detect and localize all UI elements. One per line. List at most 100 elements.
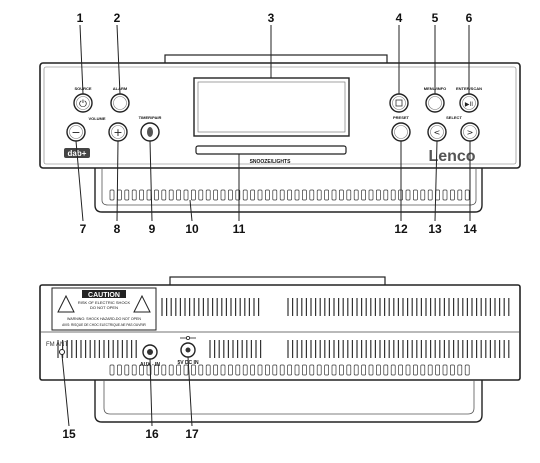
grille-slot <box>279 364 285 376</box>
grille-slot <box>279 189 285 201</box>
callout-leader-line <box>189 199 193 222</box>
fm-ant-label: FM ANT <box>46 342 68 348</box>
plus-icon: + <box>113 126 122 139</box>
caution-line-1: RISK OF ELECTRIC SHOCK <box>78 300 131 305</box>
grille-slot <box>176 364 181 376</box>
grille-slot <box>309 189 315 201</box>
grille-slot <box>390 189 396 201</box>
grille-slot <box>154 364 159 376</box>
grille-slot <box>457 364 463 376</box>
grille-slot <box>198 364 204 376</box>
grille-slot <box>220 364 226 376</box>
preset-label: PRESET <box>393 115 410 120</box>
caution-title: CAUTION <box>88 292 120 299</box>
warning-triangle-icon <box>133 294 151 313</box>
rear-base-inner-outline <box>103 380 475 415</box>
grille-slot <box>191 189 196 201</box>
callout-leader-line <box>116 24 121 95</box>
grille-slot <box>161 189 167 201</box>
callout-leader-line <box>75 140 84 222</box>
chevron-right-icon: > <box>467 128 474 137</box>
alarm-label: ALARM <box>113 86 128 91</box>
grille-slot <box>398 364 403 376</box>
select-right-button: > <box>460 122 480 142</box>
grille-slot <box>161 364 167 376</box>
grille-slot <box>228 364 233 376</box>
grille-slot <box>324 364 329 376</box>
callout-number-9: 9 <box>149 222 156 236</box>
chevron-left-icon: < <box>434 128 441 137</box>
grille-slot <box>183 364 189 376</box>
grille-slot <box>235 364 241 376</box>
grille-slot <box>146 189 152 201</box>
rear-vent-slots <box>57 298 510 376</box>
grille-slot <box>302 364 307 376</box>
snooze-lights-bar <box>195 145 347 155</box>
grille-slot <box>154 189 159 201</box>
preset-button <box>391 122 411 142</box>
lcd-display <box>193 77 350 137</box>
grille-slot <box>353 364 359 376</box>
grille-slot <box>457 189 463 201</box>
callout-leader-line <box>434 140 438 222</box>
caution-banner <box>82 290 126 298</box>
callout-number-4: 4 <box>396 11 403 25</box>
grille-slot <box>109 189 115 201</box>
grille-slot <box>139 189 144 201</box>
grille-slot <box>405 364 411 376</box>
grille-slot <box>183 189 189 201</box>
grille-slot <box>383 364 389 376</box>
grille-slot <box>176 189 181 201</box>
grille-slot <box>205 364 211 376</box>
grille-slot <box>442 189 448 201</box>
front-grille-slots <box>109 189 470 201</box>
grille-slot <box>405 189 411 201</box>
volume-down-button: − <box>66 122 86 142</box>
grille-slot <box>250 364 255 376</box>
caution-line-2: DO NOT OPEN <box>90 305 118 310</box>
grille-slot <box>294 189 300 201</box>
bluetooth-icon <box>147 127 153 137</box>
dc-in-jack <box>180 335 196 358</box>
callout-number-13: 13 <box>428 222 442 236</box>
grille-slot <box>265 364 270 376</box>
grille-slot <box>420 189 426 201</box>
grille-slot <box>331 364 337 376</box>
callout-number-6: 6 <box>466 11 473 25</box>
grille-slot <box>427 364 433 376</box>
grille-slot <box>109 364 115 376</box>
grille-slot <box>250 189 255 201</box>
grille-slot <box>265 189 270 201</box>
grille-slot <box>287 189 292 201</box>
grille-slot <box>272 189 278 201</box>
grille-slot <box>124 189 130 201</box>
grille-slot <box>427 189 433 201</box>
grille-slot <box>302 189 307 201</box>
rear-base-outline <box>94 380 483 423</box>
grille-slot <box>220 189 226 201</box>
warning-triangle-icon <box>57 294 75 313</box>
menu-info-button <box>425 93 445 113</box>
grille-slot <box>413 364 418 376</box>
square-icon <box>395 99 403 107</box>
grille-slot <box>198 189 204 201</box>
grille-slot <box>331 189 337 201</box>
grille-slot <box>339 364 344 376</box>
grille-slot <box>464 189 470 201</box>
rear-panel <box>39 284 521 381</box>
grille-slot <box>464 364 470 376</box>
callout-number-14: 14 <box>463 222 477 236</box>
select-left-button: < <box>427 122 447 142</box>
warning-line-1: WARNING: SHOCK HAZARD-DO NOT OPEN <box>67 317 141 321</box>
callout-number-5: 5 <box>432 11 439 25</box>
callout-leader-line <box>149 358 153 427</box>
grille-slot <box>242 364 248 376</box>
grille-slot <box>124 364 130 376</box>
callout-leader-line <box>187 356 193 427</box>
callout-leader-line <box>149 140 153 222</box>
base-inner-outline <box>101 168 477 206</box>
enter-scan-button: ▶II <box>459 93 479 113</box>
timer-pair-label: TIMER/PAIR <box>139 115 162 120</box>
button-4 <box>389 93 409 113</box>
